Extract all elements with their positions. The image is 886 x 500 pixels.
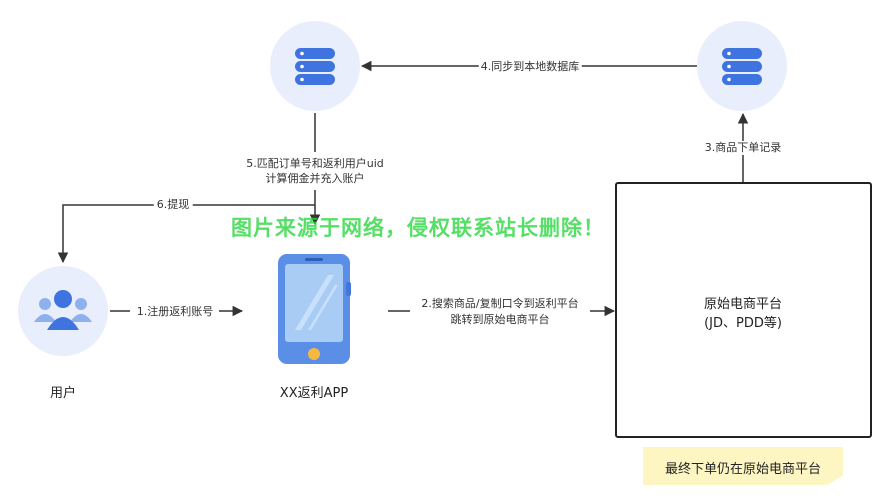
edge-label-step5-line1: 5.匹配订单号和返利用户uid — [246, 157, 384, 170]
platform-box — [615, 182, 872, 438]
edge-label-step4: 4.同步到本地数据库 — [478, 60, 582, 74]
database-node-left — [270, 21, 360, 111]
user-node — [18, 266, 108, 356]
database-node-right — [697, 21, 787, 111]
edge-label-step1: 1.注册返利账号 — [136, 305, 214, 318]
users-icon — [34, 290, 92, 330]
platform-label: 原始电商平台 (JD、PDD等) — [704, 295, 782, 333]
edge-step6 — [57, 204, 315, 264]
edge-label-step3: 3.商品下单记录 — [702, 141, 784, 155]
platform-title: 原始电商平台 — [703, 297, 783, 312]
user-label: 用户 — [49, 386, 77, 401]
edge-label-step6: 6.提现 — [153, 198, 193, 212]
database-icon — [722, 48, 762, 85]
edge-label-step2-line1: 2.搜索商品/复制口令到返利平台 — [421, 297, 579, 310]
smartphone-icon — [278, 254, 351, 364]
database-icon — [295, 48, 335, 85]
watermark-text: 图片来源于网络，侵权联系站长删除！ — [231, 216, 605, 240]
platform-subtitle: (JD、PDD等) — [704, 316, 782, 331]
edge-label-step5-line2: 计算佣金并充入账户 — [265, 172, 365, 185]
app-label: XX返利APP — [279, 386, 349, 401]
edge-label-step2-line2: 跳转到原始电商平台 — [450, 313, 550, 326]
sticky-note-text: 最终下单仍在原始电商平台 — [664, 462, 821, 477]
sticky-note: 最终下单仍在原始电商平台 — [643, 447, 843, 485]
